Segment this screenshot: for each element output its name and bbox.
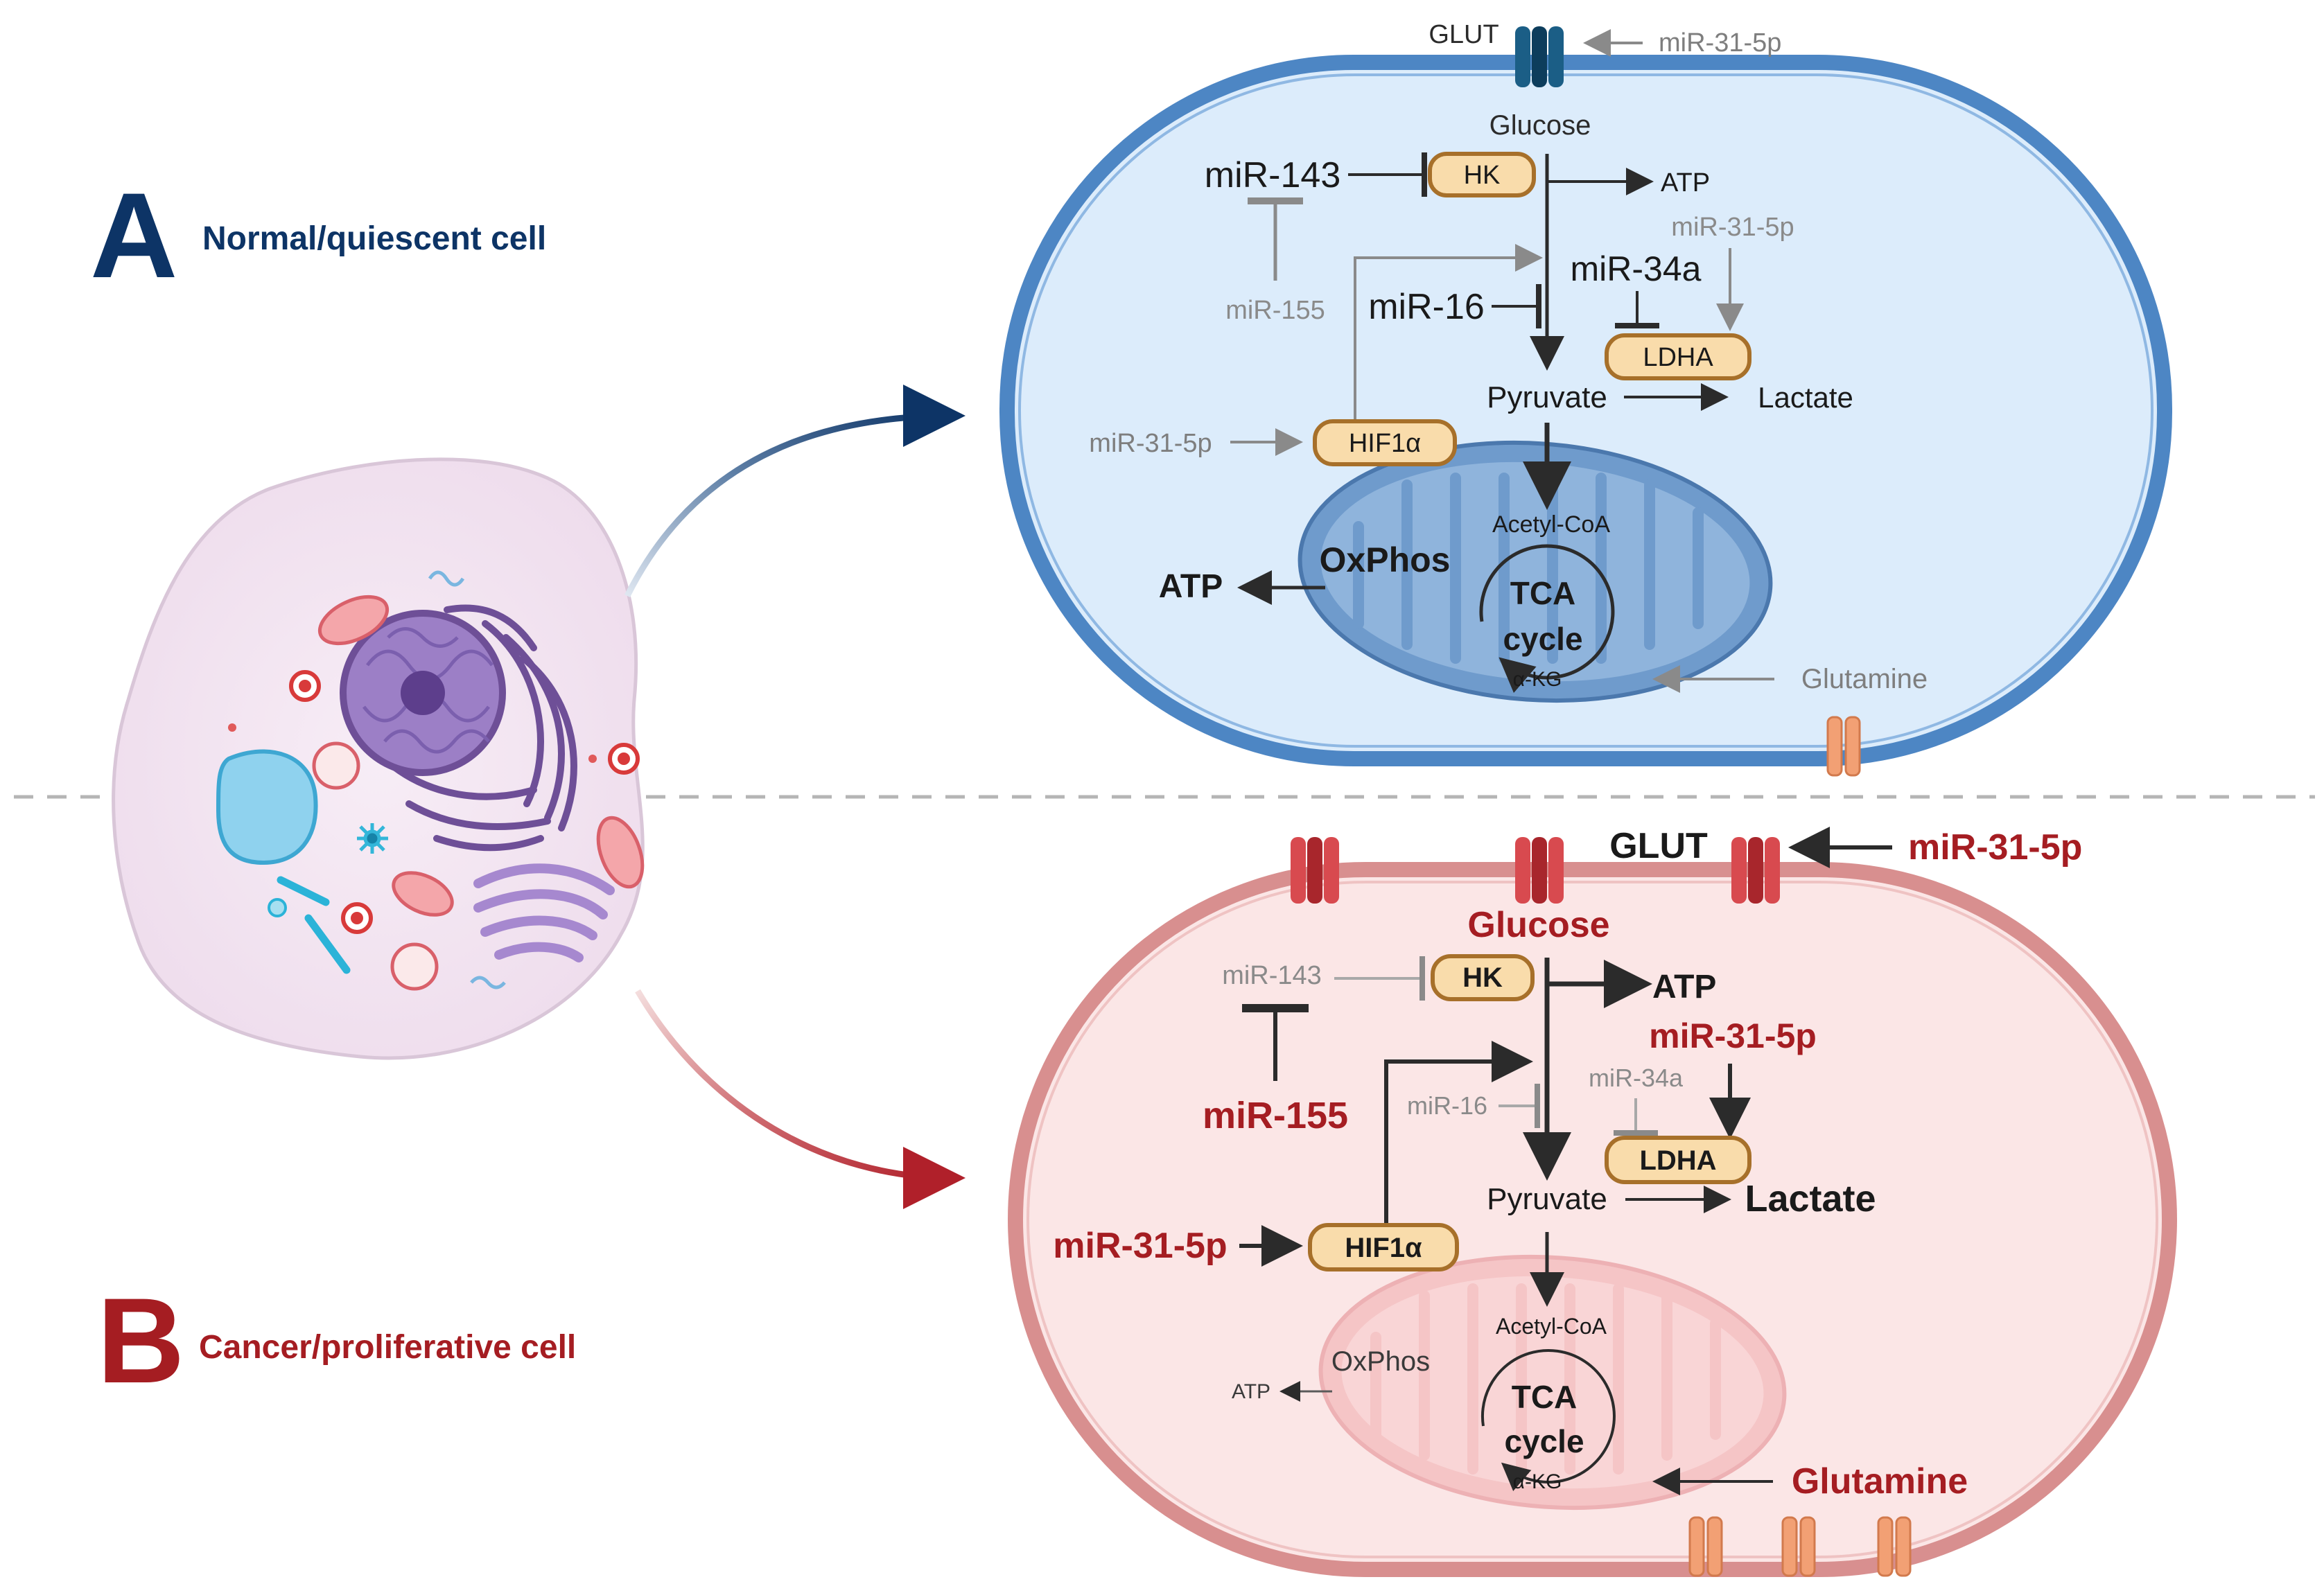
normal-mir16: miR-16: [1368, 287, 1485, 327]
panel-b: B Cancer/proliferative cell: [97, 826, 2177, 1577]
lysosomes: [228, 670, 640, 991]
cancer-glutamine: Glutamine: [1792, 1461, 1968, 1502]
cancer-cell-membrane: [1008, 862, 2177, 1577]
normal-lactate: Lactate: [1758, 381, 1853, 414]
cytoskeleton-fibers: [277, 876, 351, 974]
cancer-atp-oxphos: ATP: [1232, 1380, 1270, 1403]
nucleolus: [401, 671, 445, 715]
normal-mir34a: miR-34a: [1571, 249, 1702, 288]
cancer-hif1a-label: HIF1α: [1345, 1233, 1422, 1263]
cancer-mitochondrion: [1318, 1254, 1787, 1511]
centrosome: [357, 823, 388, 854]
normal-oxphos: OxPhos: [1320, 540, 1451, 579]
normal-cycle-label: cycle: [1503, 621, 1582, 657]
normal-cell-membrane: [999, 55, 2172, 766]
normal-mitochondrion: [1298, 440, 1773, 703]
arrow-to-normal: [624, 385, 966, 598]
cancer-cycle-label: cycle: [1504, 1423, 1584, 1459]
cancer-tca-label: TCA: [1512, 1379, 1578, 1415]
cancer-pyruvate: Pyruvate: [1487, 1182, 1607, 1216]
normal-ldha-label: LDHA: [1643, 343, 1713, 372]
panel-a: A Normal/quiescent cell GLUT miR-3: [90, 20, 2172, 777]
panel-b-letter: B: [97, 1274, 184, 1409]
normal-akg: α-KG: [1513, 668, 1562, 691]
cancer-glut-transporters: [1291, 837, 1780, 904]
normal-mir31-glut: miR-31-5p: [1659, 28, 1781, 58]
normal-hif1a-label: HIF1α: [1349, 429, 1421, 458]
normal-mir31-hif: miR-31-5p: [1089, 429, 1212, 458]
normal-ldha-enzyme: [1605, 333, 1751, 380]
cancer-ldha-enzyme: [1605, 1136, 1751, 1184]
arrow-to-cancer: [635, 989, 966, 1209]
cancer-mir16: miR-16: [1407, 1091, 1487, 1120]
vacuole: [216, 749, 318, 865]
normal-glutamine-transporter: [1826, 716, 1861, 777]
cell-illustration: [112, 457, 645, 1060]
normal-hif1a-enzyme: [1313, 419, 1457, 466]
normal-tca-cycle-arrow: [1479, 544, 1615, 694]
panel-b-title: Cancer/proliferative cell: [199, 1329, 576, 1366]
cancer-mir31-hif: miR-31-5p: [1053, 1226, 1227, 1266]
normal-mir31-ldha: miR-31-5p: [1671, 213, 1794, 242]
cancer-acetyl-coa: Acetyl-CoA: [1496, 1314, 1607, 1339]
cancer-akg: α-KG: [1513, 1470, 1562, 1493]
cancer-mir155: miR-155: [1203, 1095, 1348, 1136]
normal-acetyl-coa: Acetyl-CoA: [1492, 511, 1610, 538]
cancer-glut-label: GLUT: [1609, 826, 1708, 866]
cancer-mir34a: miR-34a: [1589, 1064, 1684, 1092]
cancer-hk-enzyme: [1431, 954, 1535, 1001]
panel-a-letter: A: [90, 168, 177, 303]
cancer-hif1a-enzyme: [1308, 1223, 1459, 1271]
normal-glut-label: GLUT: [1429, 20, 1499, 49]
normal-pyruvate: Pyruvate: [1487, 380, 1607, 414]
normal-hk-enzyme: [1428, 152, 1536, 197]
normal-atp-hk: ATP: [1661, 168, 1710, 197]
cancer-lactate: Lactate: [1745, 1178, 1876, 1220]
normal-atp-oxphos: ATP: [1159, 568, 1223, 605]
normal-hk-label: HK: [1464, 161, 1501, 190]
cancer-mir31-ldha: miR-31-5p: [1649, 1016, 1817, 1055]
normal-tca-label: TCA: [1510, 575, 1576, 611]
normal-mir143: miR-143: [1205, 155, 1341, 195]
cancer-atp-hk: ATP: [1652, 969, 1716, 1005]
panel-a-title: Normal/quiescent cell: [202, 220, 546, 257]
cancer-glutamine-transporters: [1688, 1516, 1912, 1577]
cancer-mir31-glut: miR-31-5p: [1908, 827, 2082, 868]
cancer-ldha-label: LDHA: [1639, 1145, 1716, 1176]
endoplasmic-reticulum: [385, 604, 577, 852]
golgi-apparatus: [473, 863, 615, 962]
cancer-mir143: miR-143: [1222, 961, 1322, 990]
normal-glutamine: Glutamine: [1801, 664, 1928, 694]
normal-glut-transporter: [1515, 26, 1564, 87]
cancer-oxphos: OxPhos: [1331, 1346, 1430, 1377]
cancer-tca-cycle-arrow: [1480, 1349, 1616, 1492]
small-mitochondria: [317, 595, 645, 917]
cancer-glucose: Glucose: [1467, 905, 1609, 945]
normal-glucose: Glucose: [1489, 110, 1591, 141]
cancer-hk-label: HK: [1462, 962, 1503, 993]
normal-mir155: miR-155: [1225, 296, 1325, 325]
